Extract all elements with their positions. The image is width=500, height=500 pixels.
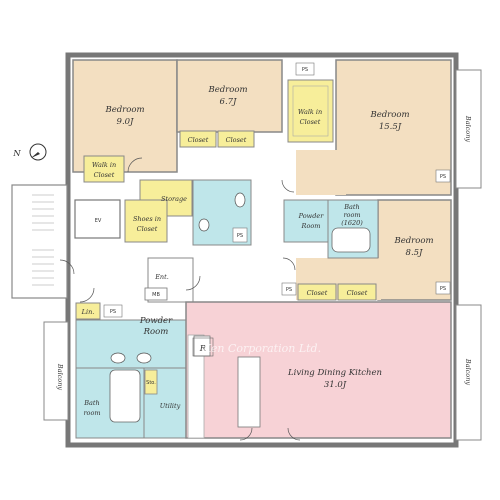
door-arcs bbox=[59, 157, 301, 441]
toilet-icon bbox=[234, 192, 246, 208]
label-shoes-b: Closet bbox=[137, 225, 158, 233]
walkin-closet-2-inner bbox=[292, 85, 329, 137]
closet-2 bbox=[217, 130, 255, 148]
label-bedroom-3-size: 15.5J bbox=[379, 122, 402, 132]
label-balcony-right-bottom: Balcony bbox=[464, 358, 472, 385]
closet-1 bbox=[179, 130, 217, 148]
label-ps-1: PS bbox=[302, 67, 308, 73]
label-bath-top-b: room bbox=[343, 211, 360, 219]
balcony-right-bottom bbox=[455, 304, 482, 441]
kitchen-side bbox=[187, 334, 205, 439]
ps-box-2 bbox=[435, 169, 451, 183]
label-ps-3: PS bbox=[440, 286, 446, 292]
bathtub-bottom bbox=[109, 369, 141, 423]
label-bedroom-3-name: Bedroom bbox=[369, 110, 409, 120]
walkin-closet-2 bbox=[287, 79, 334, 143]
label-bath-top-c: (1620) bbox=[341, 219, 363, 227]
mb-box bbox=[144, 287, 168, 301]
label-bath-bottom-a: Bath bbox=[83, 399, 99, 407]
closet-3 bbox=[297, 283, 337, 301]
balcony-left bbox=[43, 321, 69, 421]
label-bath-bottom-b: room bbox=[83, 409, 100, 417]
ps-box-4 bbox=[232, 227, 248, 243]
ps-box-5 bbox=[103, 304, 123, 318]
label-r: R bbox=[199, 344, 207, 354]
powder-room-bottom bbox=[75, 319, 187, 369]
label-ent: Ent. bbox=[154, 273, 169, 281]
label-powder-top-b: Room bbox=[301, 222, 321, 230]
powder-room-top bbox=[283, 199, 329, 243]
label-ldk-size: 31.0J bbox=[324, 380, 347, 390]
label-closet-3: Closet bbox=[307, 289, 328, 297]
label-mb: MB bbox=[152, 292, 160, 298]
label-bedroom-2-name: Bedroom bbox=[207, 85, 247, 95]
watermark: Ken Corporation Ltd. bbox=[202, 342, 321, 355]
label-utility: Utility bbox=[160, 402, 181, 410]
storage-small bbox=[144, 369, 158, 395]
label-ps-4: PS bbox=[237, 233, 243, 239]
label-balcony-left: Balcony bbox=[56, 363, 64, 390]
label-shoes-a: Shoes in bbox=[133, 215, 161, 223]
balcony-right-top bbox=[455, 69, 482, 189]
room-bedroom-1 bbox=[72, 59, 178, 173]
sink-1-icon bbox=[110, 352, 126, 364]
label-storage: Storage bbox=[161, 195, 187, 203]
label-bath-top-a: Bath bbox=[343, 203, 359, 211]
label-powder-bottom-b: Room bbox=[143, 327, 169, 337]
label-closet-4: Closet bbox=[347, 289, 368, 297]
label-bedroom-2-size: 6.7J bbox=[220, 97, 238, 107]
elevator bbox=[74, 199, 121, 239]
label-walkin-1-b: Closet bbox=[94, 171, 115, 179]
ps-box-6 bbox=[281, 282, 297, 296]
label-closet-2: Closet bbox=[226, 136, 247, 144]
sink-icon bbox=[198, 218, 210, 232]
label-compass-n: N bbox=[12, 149, 21, 159]
walkin-closet-1 bbox=[83, 155, 125, 183]
closet-4 bbox=[337, 283, 377, 301]
label-bedroom-1-name: Bedroom bbox=[104, 105, 144, 115]
label-ps-6: PS bbox=[286, 287, 292, 293]
room-bedroom-3 bbox=[335, 59, 452, 196]
room-bedroom-2 bbox=[176, 59, 283, 133]
refrigerator-space bbox=[192, 337, 214, 357]
compass bbox=[29, 143, 47, 161]
label-walkin-1-a: Walk in bbox=[92, 161, 116, 169]
label-bedroom-4-name: Bedroom bbox=[393, 236, 433, 246]
stair-area bbox=[11, 184, 68, 299]
label-bedroom-4-size: 8.5J bbox=[406, 248, 424, 258]
bathtub-top bbox=[331, 227, 371, 253]
shoes-closet bbox=[124, 199, 168, 243]
label-powder-top-a: Powder bbox=[298, 212, 325, 220]
label-bedroom-1-size: 9.0J bbox=[117, 117, 135, 127]
room-ldk bbox=[185, 301, 452, 439]
label-powder-bottom-a: Powder bbox=[139, 316, 173, 326]
label-ldk-name: Living Dining Kitchen bbox=[287, 368, 382, 378]
label-sto: Sto. bbox=[146, 380, 156, 386]
room-bedroom-3-ext bbox=[296, 150, 346, 195]
label-ps-2: PS bbox=[440, 174, 446, 180]
label-walkin-2-a: Walk in bbox=[298, 108, 322, 116]
label-closet-1: Closet bbox=[188, 136, 209, 144]
label-balcony-right-top: Balcony bbox=[464, 115, 472, 142]
stair-lines bbox=[32, 194, 54, 286]
label-ps-5: PS bbox=[110, 309, 116, 315]
ps-box-3 bbox=[435, 281, 451, 295]
label-lin: Lin. bbox=[81, 308, 95, 316]
kitchen-counter bbox=[237, 356, 261, 428]
outer-wall bbox=[65, 52, 459, 448]
linen-closet bbox=[75, 302, 101, 320]
label-ev: EV bbox=[95, 218, 102, 224]
ps-box-1 bbox=[295, 62, 315, 76]
label-walkin-2-b: Closet bbox=[300, 118, 321, 126]
sink-2-icon bbox=[136, 352, 152, 364]
